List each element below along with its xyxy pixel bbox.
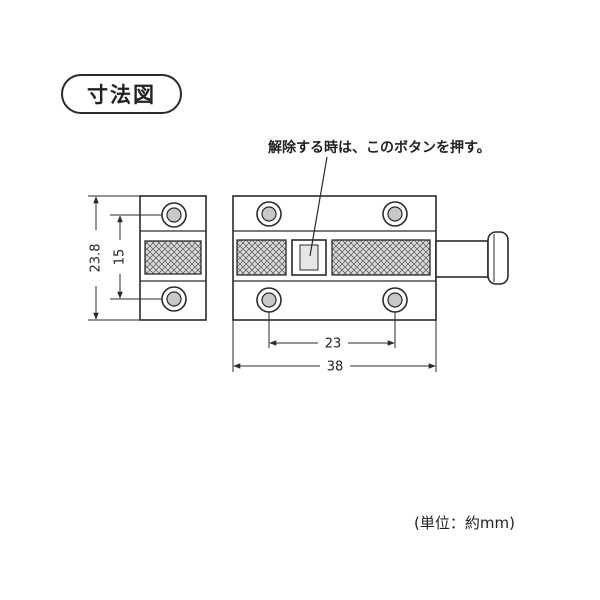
release-button-callout: 解除する時は、このボタンを押す。 bbox=[268, 140, 491, 156]
bolt-knob bbox=[487, 231, 509, 285]
front-screw-hole-bottom-right bbox=[382, 287, 408, 313]
bolt-rod bbox=[435, 240, 489, 278]
front-screw-hole-top-right bbox=[382, 201, 408, 227]
diagram-title: 寸法図 bbox=[61, 74, 182, 114]
release-button-face bbox=[299, 244, 319, 271]
dim-width-total-label: 38 bbox=[327, 360, 344, 375]
callout-leader bbox=[309, 156, 328, 257]
front-screw-hole-bottom-left bbox=[256, 287, 282, 313]
dim-height-total-label: 23.8 bbox=[89, 244, 104, 273]
dim-hole-pitch-vertical: 15 bbox=[110, 214, 162, 300]
front-screw-hole-top-left bbox=[256, 201, 282, 227]
dim-hole-pitch-vertical-label: 15 bbox=[113, 249, 128, 266]
dim-hole-pitch-horizontal: 23 bbox=[268, 312, 396, 352]
side-screw-hole-top bbox=[161, 202, 187, 228]
dim-hole-pitch-horizontal-label: 23 bbox=[325, 337, 342, 352]
front-view bbox=[232, 195, 509, 321]
dim-width-total: 38 bbox=[232, 320, 437, 375]
side-screw-hole-bottom bbox=[161, 286, 187, 312]
front-knurl-left bbox=[236, 239, 287, 276]
unit-note: (単位：約mm) bbox=[414, 514, 515, 532]
front-knurl-right bbox=[331, 239, 431, 276]
dim-height-total: 23.8 bbox=[88, 195, 140, 321]
side-knurl bbox=[144, 240, 202, 275]
